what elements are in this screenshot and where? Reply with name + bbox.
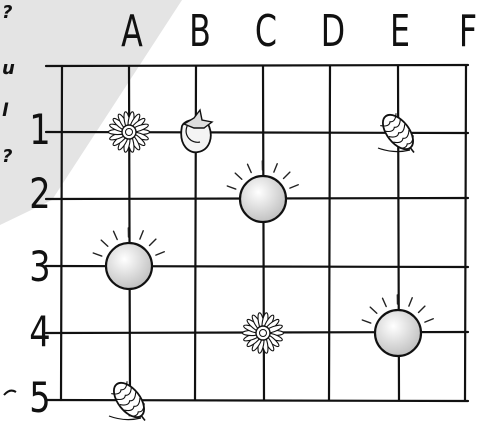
sun-icon xyxy=(227,161,298,222)
row-label-1: 1 xyxy=(18,108,63,152)
sun-icon xyxy=(93,228,164,289)
row-label-2: 2 xyxy=(18,172,63,216)
column-label-a: A xyxy=(118,8,147,56)
daisy-icon xyxy=(109,111,150,152)
row-label-4: 4 xyxy=(18,310,63,354)
grid-line-vertical xyxy=(329,66,330,400)
column-label-c: C xyxy=(252,8,281,56)
pinecone-icon xyxy=(377,109,423,159)
column-label-f: F xyxy=(454,8,483,56)
corner-text-2: u xyxy=(2,58,15,79)
grid-line-horizontal xyxy=(46,400,468,401)
grid-line-vertical xyxy=(465,66,466,400)
row-label-3: 3 xyxy=(18,245,63,289)
strawberry-icon xyxy=(181,110,212,152)
daisy-icon xyxy=(243,312,284,353)
column-label-d: D xyxy=(319,8,348,56)
corner-text-3: l xyxy=(2,100,8,121)
grid-line-horizontal xyxy=(46,65,468,66)
column-label-e: E xyxy=(386,8,415,56)
corner-text-4: ? xyxy=(2,146,12,167)
column-label-b: B xyxy=(186,8,215,56)
row-label-5: 5 xyxy=(18,376,63,420)
corner-text-1: ? xyxy=(2,2,12,23)
sun-icon xyxy=(362,295,433,356)
